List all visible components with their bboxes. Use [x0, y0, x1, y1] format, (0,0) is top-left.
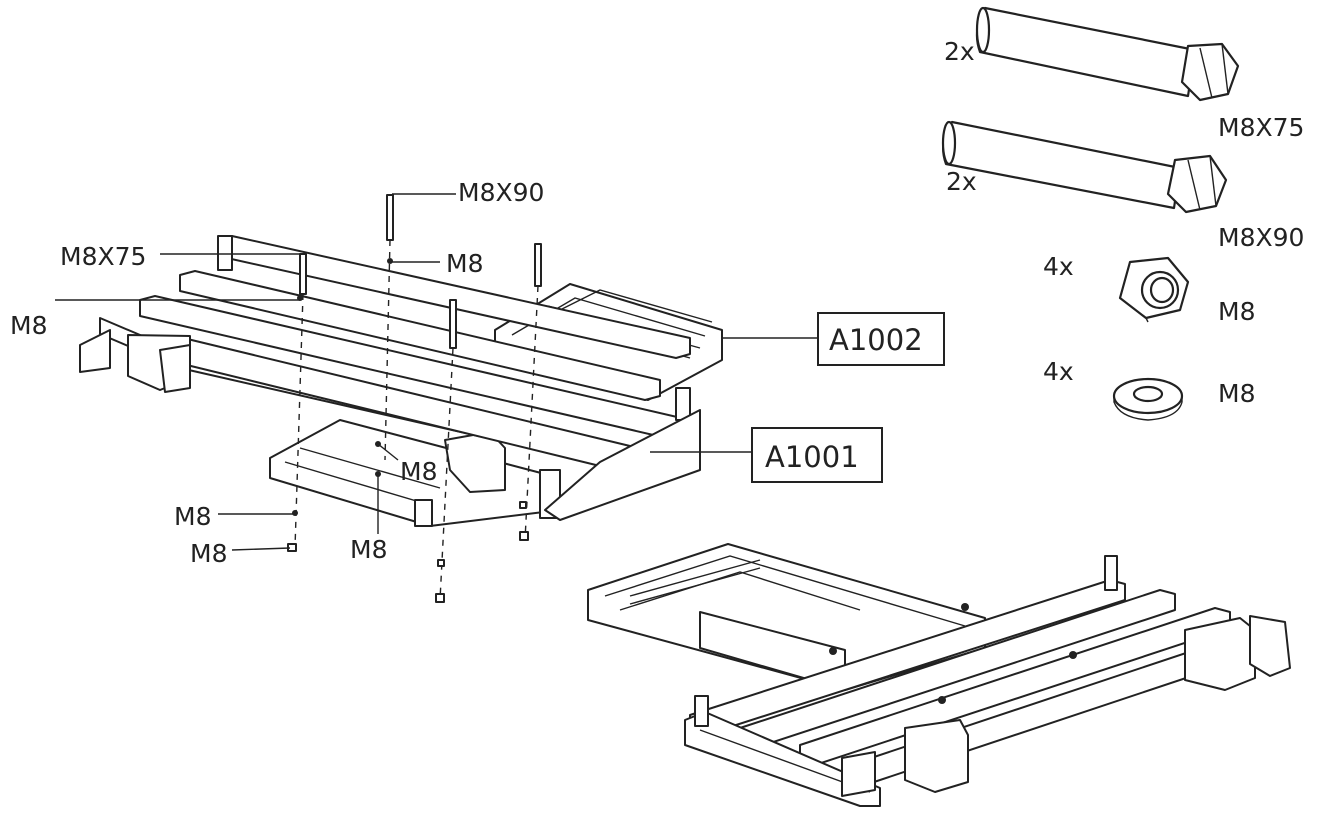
label-box-a1002: A1002	[817, 312, 945, 366]
hex-nut-icon	[1118, 256, 1190, 323]
assembled-frame	[587, 543, 1291, 807]
hardware-qty-4: 4x	[1043, 357, 1074, 386]
hardware-list: 2x M8X75 2x M8X90 4x M8 4x M8	[941, 6, 1304, 421]
exploded-bolts	[287, 194, 542, 603]
hardware-qty-1: 2x	[944, 37, 975, 66]
callout-m8-mid: M8	[400, 457, 437, 486]
callout-m8-bottom-center: M8	[350, 535, 387, 564]
callout-m8-bottom-2: M8	[190, 539, 227, 568]
callout-m8-left: M8	[10, 311, 47, 340]
bolt-m8x75-icon	[975, 6, 1240, 102]
hardware-code-1: M8X75	[1218, 113, 1304, 142]
callout-m8x75-left: M8X75	[60, 242, 146, 271]
hardware-code-2: M8X90	[1218, 223, 1304, 252]
washer-icon	[1112, 377, 1184, 421]
callout-m8-bottom-1: M8	[174, 502, 211, 531]
hardware-code-4: M8	[1218, 379, 1255, 408]
callout-leaders	[55, 193, 818, 551]
part-label-a1002: A1002	[829, 323, 923, 357]
frame-a1001-lower	[269, 419, 561, 527]
frame-long-rails	[79, 235, 701, 521]
hardware-code-3: M8	[1218, 297, 1255, 326]
label-box-a1001: A1001	[751, 427, 883, 483]
callout-m8-nut-top: M8	[446, 249, 483, 278]
hardware-qty-3: 4x	[1043, 252, 1074, 281]
callout-m8x90-top: M8X90	[458, 178, 544, 207]
bolt-m8x90-icon	[941, 120, 1228, 214]
part-label-a1001: A1001	[765, 440, 859, 474]
exploded-frame: M8X90 M8X75 M8 M8 M8 M8 M8 M8 A1002 A100…	[10, 178, 945, 603]
hardware-qty-2: 2x	[946, 167, 977, 196]
